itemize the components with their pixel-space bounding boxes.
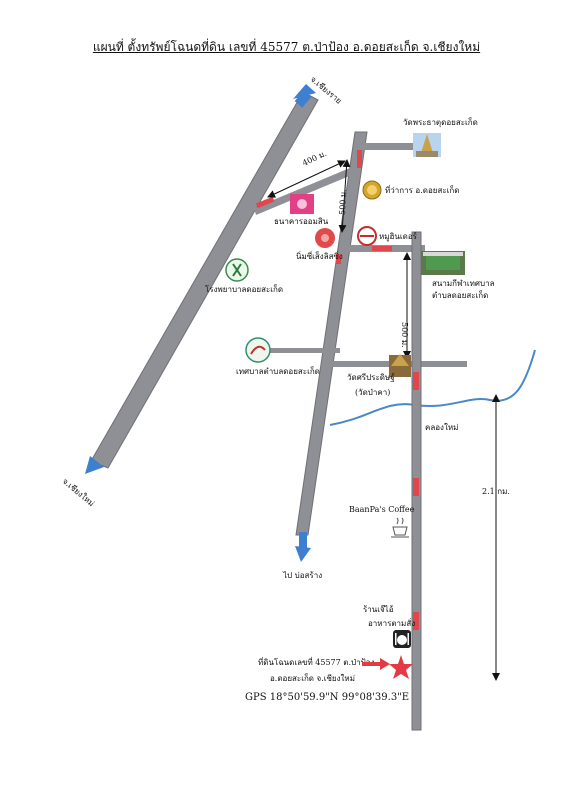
municipality-logo-icon	[245, 337, 271, 363]
nim-see-seng-logo-icon	[315, 228, 335, 248]
label-wat-sri-1: วัดศรีประดิษฐ์	[347, 372, 395, 382]
label-site-2: อ.ดอยสะเก็ด จ.เชียงใหม่	[270, 673, 355, 683]
site-star-icon	[389, 655, 413, 679]
label-to-chiang-mai: จ.เชียงใหม่	[61, 477, 96, 509]
arrow-to-chiang-mai	[85, 456, 104, 474]
label-coffee: BaanPa's Coffee	[349, 505, 415, 514]
wat-sri-pradit-icon	[389, 354, 411, 377]
home-mart-logo-icon	[357, 226, 377, 246]
road-to-municipality	[260, 348, 340, 353]
label-site-1: ที่ดินโฉนดเลขที่ 45577 ต.ป่าป้อง	[258, 656, 374, 667]
label-to-bo-sang: ไป บ่อสร้าง	[282, 571, 322, 580]
dist-400-line	[267, 160, 346, 198]
label-nim-see-seng: นิ่มซี่เส็งลิสซิ่ง	[296, 250, 343, 261]
dist-400-label: 400 ม.	[301, 149, 328, 168]
stadium-icon	[421, 251, 465, 275]
label-municipality: เทศบาลตำบลดอยสะเก็ด	[236, 366, 320, 376]
label-canal: คลองใหม่	[425, 423, 458, 432]
label-stadium-1: สนามกีฬาเทศบาล	[432, 279, 495, 288]
restaurant-icon	[393, 630, 411, 648]
label-gsb-bank: ธนาคารออมสิน	[274, 217, 329, 226]
label-home-mart: หมูฮินเดอร์	[379, 231, 418, 242]
coffee-cup-icon	[391, 517, 409, 538]
canal-river	[329, 349, 536, 426]
map-title: แผนที่ ตั้งทรัพย์โฉนดที่ดิน เลขที่ 45577…	[92, 40, 481, 54]
label-stadium-2: ตำบลดอยสะเก็ด	[432, 290, 488, 300]
label-hospital: โรงพยาบาลดอยสะเก็ด	[205, 284, 283, 294]
temple-icon	[413, 133, 441, 157]
dist-500b-label: 500 ม.	[400, 322, 409, 348]
arrow-to-chiang-rai-shaft	[294, 90, 312, 108]
label-wat-sri-2: (วัดป่าคา)	[355, 388, 390, 397]
label-district-office: ที่ว่าการ อ.ดอยสะเก็ด	[385, 184, 459, 195]
label-restaurant-1: ร้านเจ๊ไอ้	[363, 604, 394, 614]
site-pointer-arrow	[362, 658, 390, 670]
dist-21km-label: 2.1 กม.	[482, 487, 510, 496]
label-restaurant-2: อาหารตามสั่ง	[368, 617, 415, 628]
dist-500a-label: 500 ม.	[338, 189, 348, 215]
gps-coordinates: GPS 18°50'59.9"N 99°08'39.3"E	[245, 692, 409, 703]
dist-500a-line	[338, 159, 351, 233]
hospital-logo-icon	[225, 258, 249, 282]
arrow-to-bo-sang-shaft	[299, 532, 307, 548]
district-office-seal-icon	[362, 180, 382, 200]
label-wat-phrathat: วัดพระธาตุดอยสะเก็ด	[403, 117, 478, 127]
arrow-to-bo-sang	[295, 546, 311, 562]
red-segments	[255, 150, 419, 630]
highway-road	[90, 91, 319, 469]
road-to-wat-phrathat	[358, 143, 420, 150]
gsb-bank-logo-icon	[290, 194, 314, 214]
